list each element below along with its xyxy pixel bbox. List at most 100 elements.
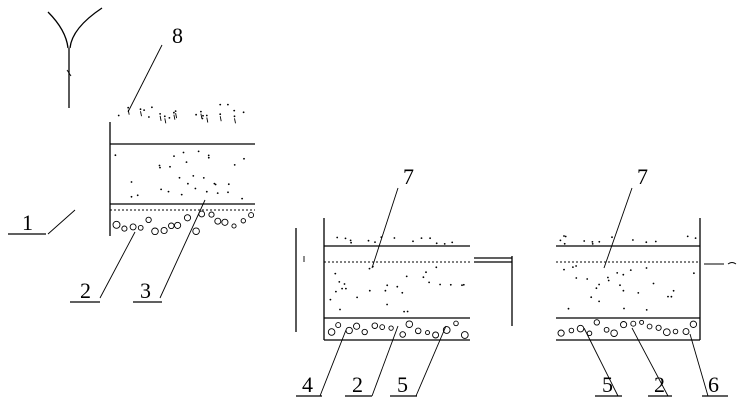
particle xyxy=(645,241,648,244)
particle xyxy=(368,267,371,270)
pebble xyxy=(192,227,200,235)
particle xyxy=(686,235,689,238)
leader-2-middle xyxy=(371,325,399,397)
particle xyxy=(242,111,245,114)
pebble xyxy=(112,220,121,229)
particle xyxy=(329,298,332,301)
pebble xyxy=(183,214,192,222)
middle-assembly xyxy=(295,218,513,341)
particle xyxy=(694,237,697,240)
pebble xyxy=(335,322,342,329)
particle xyxy=(425,271,427,274)
particle xyxy=(403,310,405,313)
particle xyxy=(598,300,600,303)
right-top-particles xyxy=(559,235,697,245)
particle-tick xyxy=(140,111,142,117)
pebble xyxy=(603,326,610,333)
pebble xyxy=(453,320,459,327)
leader-7-right xyxy=(603,187,633,269)
particle xyxy=(160,188,163,191)
label-2-right: 2 xyxy=(654,372,665,397)
pebble xyxy=(576,324,585,333)
particle xyxy=(151,106,153,109)
pebble xyxy=(231,223,237,229)
particle xyxy=(586,278,589,280)
particle xyxy=(443,243,446,245)
particle xyxy=(575,265,577,267)
particle xyxy=(420,237,423,240)
pebble xyxy=(593,319,600,326)
particle xyxy=(159,166,161,169)
particle xyxy=(622,273,625,276)
particle xyxy=(205,114,208,117)
label-1: 1 xyxy=(22,210,33,235)
particle xyxy=(143,109,146,111)
particle xyxy=(173,155,175,158)
funnel-nozzle xyxy=(47,7,103,108)
particle xyxy=(167,190,170,193)
particle xyxy=(195,113,198,116)
pebble xyxy=(174,221,182,229)
pebble xyxy=(240,218,246,224)
pebble xyxy=(379,324,386,330)
pebble xyxy=(345,326,353,335)
particle xyxy=(197,150,200,153)
particle xyxy=(396,285,399,288)
label-2-middle: 2 xyxy=(352,372,363,397)
pebble xyxy=(214,217,222,225)
leader-1 xyxy=(47,209,76,235)
particle xyxy=(174,110,177,112)
pebble xyxy=(145,216,152,224)
particle xyxy=(185,161,188,164)
label-8: 8 xyxy=(172,23,183,48)
pebble xyxy=(327,328,336,336)
middle-bottom-pebbles xyxy=(327,320,469,339)
particle xyxy=(693,272,695,275)
particle xyxy=(173,111,175,114)
particle xyxy=(563,235,565,237)
particle xyxy=(611,236,613,239)
particle xyxy=(233,164,236,166)
particle xyxy=(349,239,352,242)
bottom-layer-pebbles xyxy=(112,210,255,236)
particle xyxy=(202,177,205,179)
pebble xyxy=(610,329,618,337)
particle xyxy=(439,283,441,286)
middle-mid-particles xyxy=(329,265,465,313)
particle xyxy=(334,272,337,275)
particle xyxy=(207,154,210,157)
particle xyxy=(374,241,376,244)
particle xyxy=(219,113,222,116)
particle xyxy=(595,287,598,290)
particle xyxy=(645,309,648,311)
particle xyxy=(598,240,601,243)
particle xyxy=(590,296,593,299)
particle xyxy=(667,295,669,298)
particle xyxy=(412,240,414,243)
particle xyxy=(194,187,197,190)
particle-tick xyxy=(159,115,162,121)
particle xyxy=(169,165,171,168)
particle-tick xyxy=(219,116,222,122)
pebble xyxy=(414,327,422,335)
left-assembly xyxy=(109,103,255,236)
particle xyxy=(207,156,210,159)
particle xyxy=(616,272,619,274)
particle xyxy=(200,110,202,113)
leader-5-right xyxy=(583,327,619,397)
particle-tick xyxy=(175,113,178,119)
particle xyxy=(356,296,358,299)
particle xyxy=(368,289,371,292)
particle xyxy=(227,191,229,194)
leader-7-middle xyxy=(371,187,399,269)
label-2-left: 2 xyxy=(80,278,91,303)
particle xyxy=(386,284,389,287)
particle xyxy=(139,108,142,111)
particle xyxy=(672,289,675,292)
pebble xyxy=(371,322,379,329)
particle xyxy=(344,237,347,240)
pebble xyxy=(353,322,361,330)
particle xyxy=(114,154,117,157)
pebble xyxy=(639,319,645,325)
particle xyxy=(428,281,430,284)
